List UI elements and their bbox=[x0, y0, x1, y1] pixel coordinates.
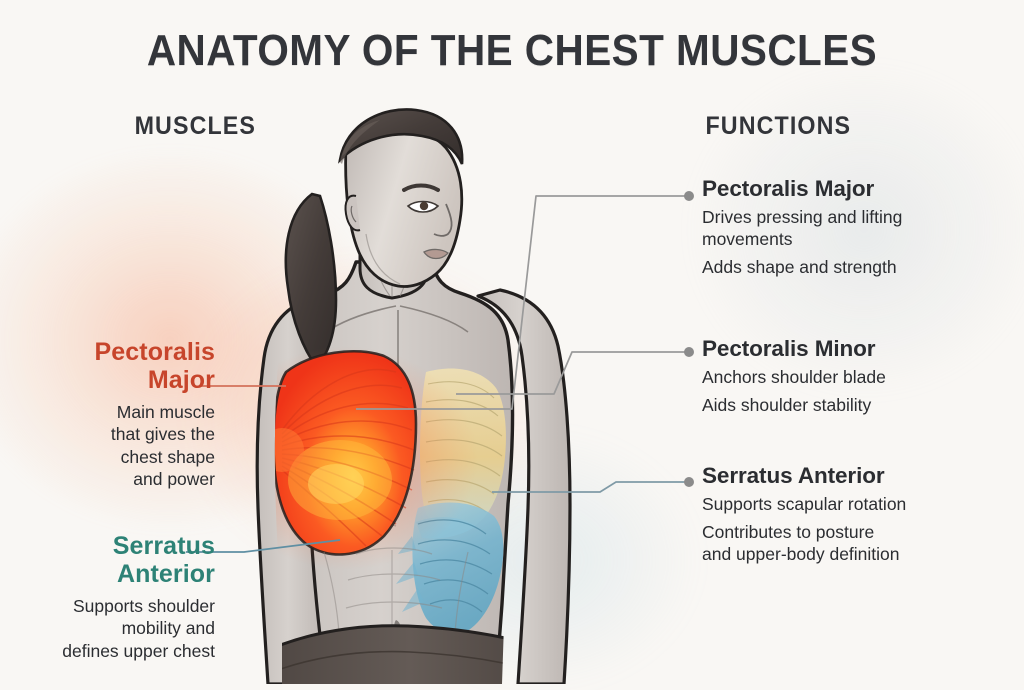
label-serratus-anterior-title: Serratus Anterior bbox=[112, 532, 215, 588]
function-serratus-anterior[interactable]: Serratus Anterior Supports scapular rota… bbox=[702, 463, 1002, 565]
muscle-overlays bbox=[274, 346, 514, 684]
leader-dot-serratus-anterior bbox=[684, 477, 694, 487]
hair bbox=[338, 108, 464, 165]
muscles-column-heading: MUSCLES bbox=[134, 112, 257, 140]
iris bbox=[419, 201, 429, 211]
label-serratus-anterior-description: Supports shoulder mobility and defines u… bbox=[62, 596, 215, 661]
function-serratus-anterior-line-1: Supports scapular rotation bbox=[702, 494, 907, 515]
function-pectoralis-minor[interactable]: Pectoralis Minor Anchors shoulder blade … bbox=[702, 336, 1002, 416]
anatomical-figure-illustration bbox=[160, 84, 620, 684]
function-pectoralis-major-title: Pectoralis Major bbox=[702, 176, 875, 201]
function-pectoralis-minor-title: Pectoralis Minor bbox=[702, 336, 876, 361]
label-pectoralis-major[interactable]: Pectoralis Major Main muscle that gives … bbox=[0, 338, 215, 491]
label-serratus-anterior[interactable]: Serratus Anterior Supports shoulder mobi… bbox=[0, 532, 215, 662]
leader-dot-pectoralis-major bbox=[684, 191, 694, 201]
eyebrow bbox=[402, 183, 440, 192]
shorts bbox=[274, 624, 514, 684]
function-pectoralis-major-line-1: Drives pressing and lifting movements bbox=[702, 207, 903, 250]
page-title: ANATOMY OF THE CHEST MUSCLES bbox=[146, 26, 878, 75]
functions-column-heading: FUNCTIONS bbox=[705, 112, 852, 140]
function-pectoralis-major[interactable]: Pectoralis Major Drives pressing and lif… bbox=[702, 176, 1002, 278]
label-pectoralis-major-description: Main muscle that gives the chest shape a… bbox=[110, 402, 215, 490]
function-serratus-anterior-title: Serratus Anterior bbox=[702, 463, 885, 488]
function-pectoralis-minor-line-1: Anchors shoulder blade bbox=[702, 367, 886, 388]
hair-highlight bbox=[340, 120, 380, 164]
function-serratus-anterior-line-2: Contributes to posture and upper-body de… bbox=[702, 522, 900, 565]
ear-detail bbox=[350, 205, 357, 223]
function-pectoralis-minor-line-2: Aids shoulder stability bbox=[702, 395, 872, 416]
face bbox=[344, 125, 464, 288]
leader-dot-pectoralis-minor bbox=[684, 347, 694, 357]
function-pectoralis-major-line-2: Adds shape and strength bbox=[702, 257, 897, 278]
label-pectoralis-major-title: Pectoralis Major bbox=[94, 338, 215, 394]
